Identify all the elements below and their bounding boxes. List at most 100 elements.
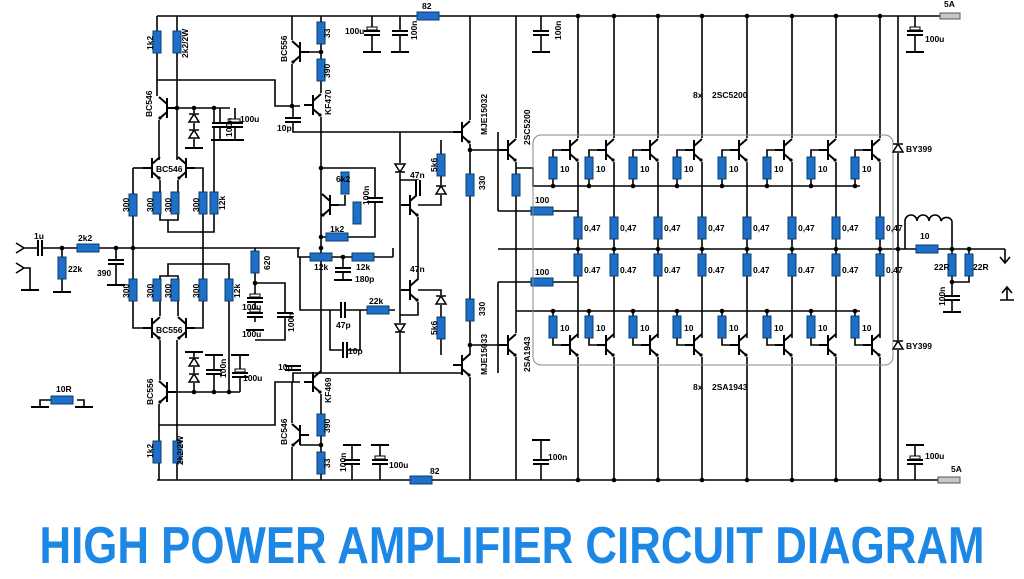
component-label: 0,47 <box>798 223 815 233</box>
capacitor-gap <box>206 369 222 375</box>
fuse <box>937 476 961 484</box>
transistor <box>177 316 195 340</box>
resistor <box>325 232 349 242</box>
transistor <box>304 93 322 117</box>
diode <box>187 356 201 367</box>
transistor-emitter-arrow <box>318 390 322 394</box>
resistor <box>787 253 797 277</box>
wire <box>400 302 419 316</box>
resistor <box>316 58 326 82</box>
resistor <box>128 278 138 302</box>
component-label: 10 <box>729 323 739 333</box>
component-label: 10 <box>818 164 828 174</box>
resistor <box>366 305 390 315</box>
resistor <box>609 216 619 240</box>
resistor <box>530 277 554 287</box>
junction-dot <box>699 477 705 483</box>
component-label: 300 <box>163 198 173 212</box>
transistor-emitter-arrow <box>415 213 419 217</box>
component-label: 0.47 <box>842 265 859 275</box>
component-label: 12k <box>217 196 227 210</box>
transistor-emitter-arrow <box>699 353 703 357</box>
capacitor <box>247 297 263 303</box>
resistor <box>697 253 707 277</box>
transistor-emitter-arrow <box>177 176 181 180</box>
component-label: 0,47 <box>584 223 601 233</box>
resistor <box>875 216 885 240</box>
component-label: MJE15033 <box>479 334 489 375</box>
junction-dot <box>59 245 65 251</box>
component-label: 10 <box>684 323 694 333</box>
junction-dot <box>130 245 136 251</box>
component-label: 100u <box>345 26 364 36</box>
junction-dot <box>467 147 473 153</box>
component-label: 100u <box>925 34 944 44</box>
junction-dot <box>833 477 839 483</box>
transistor-emitter-arrow <box>611 158 615 162</box>
diagram-title: HIGH POWER AMPLIFIER CIRCUIT DIAGRAM <box>40 517 985 575</box>
resistor <box>875 253 885 277</box>
junction-dot <box>655 246 661 252</box>
resistor <box>436 153 446 177</box>
junction-dot <box>719 308 725 314</box>
inductor <box>904 214 953 222</box>
transistor <box>561 138 579 162</box>
resistor <box>806 156 816 180</box>
component-label: BC556 <box>156 325 183 335</box>
capacitor <box>37 240 43 256</box>
component-label: 100n <box>286 313 296 332</box>
transistor <box>685 138 703 162</box>
transistor <box>775 333 793 357</box>
junction-dot <box>575 246 581 252</box>
diode <box>393 323 407 334</box>
resistor <box>548 315 558 339</box>
resistor <box>172 440 182 464</box>
transistor <box>291 40 309 64</box>
capacitor-gap <box>247 297 263 303</box>
wire <box>292 372 462 382</box>
diode <box>891 339 905 350</box>
component-label: BC546 <box>279 418 289 445</box>
resistor <box>50 395 74 405</box>
transistor-emitter-arrow <box>575 353 579 357</box>
resistor <box>250 250 260 274</box>
transistor-emitter-arrow <box>513 158 517 162</box>
capacitor-gap <box>415 180 421 196</box>
resistor <box>316 413 326 437</box>
wire <box>159 381 300 426</box>
resistor <box>964 253 974 277</box>
junction-dot <box>655 13 661 19</box>
transistor <box>641 333 659 357</box>
capacitor <box>285 365 301 371</box>
capacitor <box>415 180 421 196</box>
transistor <box>321 193 339 217</box>
capacitor <box>944 295 960 301</box>
transistor-emitter-arrow <box>513 353 517 357</box>
capacitor <box>372 459 388 465</box>
capacitor-gap <box>340 302 346 318</box>
junction-dot <box>852 308 858 314</box>
capacitor-gap <box>285 365 301 371</box>
junction-dot <box>808 308 814 314</box>
resistor <box>152 440 162 464</box>
component-label: 0.47 <box>664 265 681 275</box>
component-label: 1u <box>34 231 44 241</box>
component-label: 0.47 <box>798 265 815 275</box>
junction-dot <box>895 246 901 252</box>
capacitor <box>342 342 348 358</box>
component-label: 10 <box>729 164 739 174</box>
component-label: 10 <box>640 323 650 333</box>
capacitor <box>907 30 923 36</box>
transistor-emitter-arrow <box>415 298 419 302</box>
junction-dot <box>764 308 770 314</box>
components-layer <box>15 11 1014 485</box>
diode <box>434 184 448 195</box>
resistor <box>850 315 860 339</box>
resistor <box>573 216 583 240</box>
component-label: 100n <box>361 186 371 205</box>
transistor-emitter-arrow <box>177 336 181 340</box>
component-label: 0.47 <box>620 265 637 275</box>
resistor <box>762 315 772 339</box>
component-label: 2SA1943 <box>712 382 748 392</box>
